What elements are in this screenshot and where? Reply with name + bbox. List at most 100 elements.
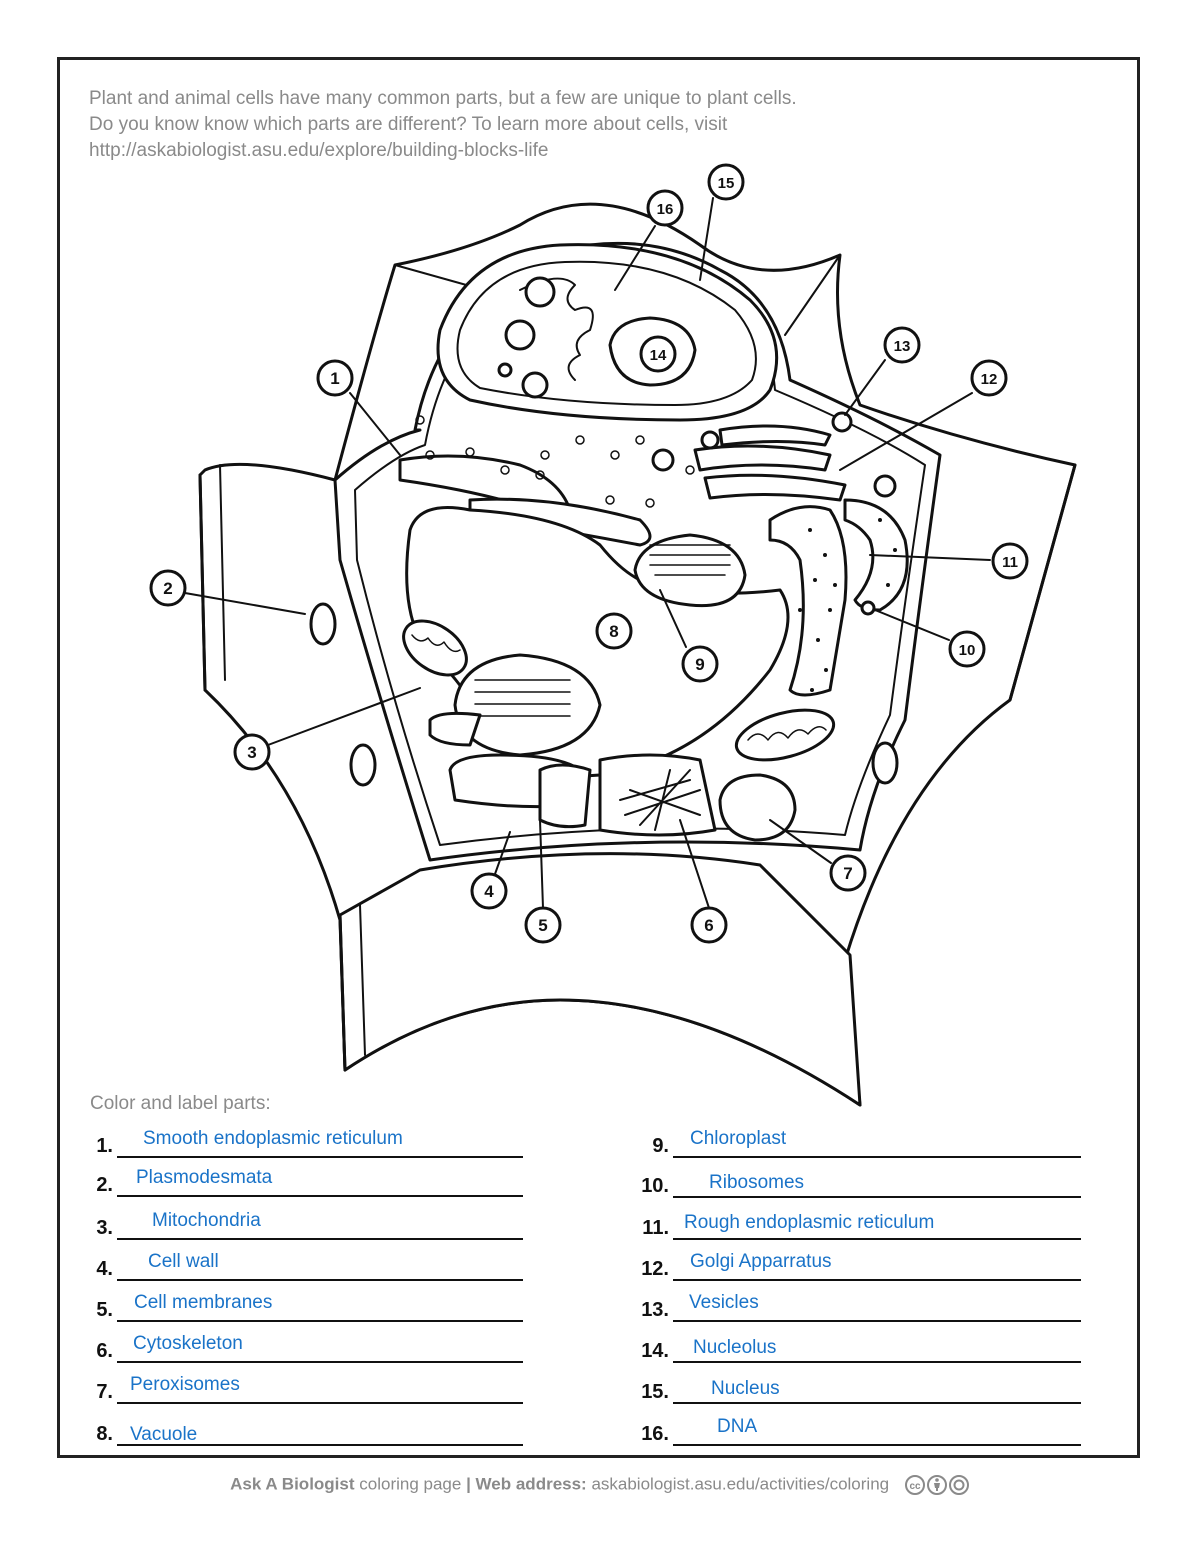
callout-14 — [639, 335, 677, 373]
answer-row-12[interactable]: 12. Golgi Apparratus — [641, 1247, 1081, 1281]
answer-text: Nucleus — [711, 1378, 780, 1399]
answer-row-13[interactable]: 13. Vesicles — [641, 1288, 1081, 1322]
callout-label-2: 2 — [163, 579, 172, 598]
answer-number: 6. — [96, 1340, 113, 1362]
answer-row-1[interactable]: 1. Smooth endoplasmic reticulum — [96, 1124, 523, 1158]
answer-number: 4. — [96, 1258, 113, 1280]
answer-row-4[interactable]: 4. Cell wall — [96, 1247, 523, 1281]
answer-line — [117, 1320, 523, 1322]
footer-separator: | — [466, 1474, 471, 1494]
answer-line — [673, 1279, 1081, 1281]
callouts — [149, 163, 1029, 944]
intro-line-3[interactable]: http://askabiologist.asu.edu/explore/bui… — [89, 140, 549, 161]
callout-12 — [970, 359, 1008, 397]
answer-row-2[interactable]: 2. Plasmodesmata — [96, 1163, 523, 1197]
callout-3 — [233, 733, 271, 771]
answer-line — [117, 1361, 523, 1363]
callout-label-10: 10 — [959, 642, 976, 659]
footer-part1: coloring page — [354, 1474, 467, 1494]
leader-lines — [184, 197, 991, 909]
page-frame — [57, 57, 1140, 1458]
answer-number: 13. — [641, 1299, 669, 1321]
answer-row-9[interactable]: 9. Chloroplast — [652, 1124, 1081, 1158]
answer-line — [673, 1320, 1081, 1322]
smooth-er — [398, 454, 572, 512]
footer-url[interactable]: askabiologist.asu.edu/activities/colorin… — [586, 1474, 890, 1494]
answer-text: Peroxisomes — [130, 1374, 240, 1395]
intro-line-1: Plant and animal cells have many common … — [89, 88, 797, 109]
callout-label-12: 12 — [981, 371, 998, 388]
callout-label-6: 6 — [704, 916, 713, 935]
answer-row-15[interactable]: 15. Nucleus — [641, 1370, 1081, 1404]
answer-number: 11. — [642, 1217, 669, 1239]
answer-text: Chloroplast — [690, 1128, 787, 1149]
rer-dots — [798, 518, 897, 692]
callout-9 — [681, 645, 719, 683]
answer-text: Ribosomes — [709, 1172, 805, 1193]
callout-label-7: 7 — [843, 864, 852, 883]
callout-label-8: 8 — [609, 622, 618, 641]
answer-line — [117, 1156, 523, 1158]
answer-text: Cell wall — [148, 1251, 219, 1272]
answer-number: 8. — [96, 1423, 113, 1445]
ribosome-10 — [860, 600, 876, 616]
golgi-apparatus — [651, 424, 897, 502]
callout-11 — [991, 542, 1029, 580]
answer-text: Cell membranes — [134, 1292, 273, 1313]
answer-row-8[interactable]: 8. Vacuole — [96, 1412, 523, 1446]
answer-line — [117, 1195, 523, 1197]
intro-text: Plant and animal cells have many common … — [89, 86, 989, 164]
answer-number: 10. — [641, 1175, 669, 1197]
callout-5 — [524, 906, 562, 944]
footer: Ask A Biologist coloring page | Web addr… — [0, 1474, 1200, 1496]
answer-row-3[interactable]: 3. Mitochondria — [96, 1206, 523, 1240]
answer-text: DNA — [717, 1416, 758, 1437]
callout-label-15: 15 — [718, 175, 735, 192]
callout-label-5: 5 — [538, 916, 547, 935]
vesicle-13 — [831, 411, 853, 433]
callout-4 — [470, 872, 508, 910]
answer-line — [673, 1196, 1081, 1198]
cytoplasm-dots — [415, 415, 695, 508]
answer-number: 5. — [96, 1299, 113, 1321]
mitochondrion-right — [734, 708, 836, 762]
callout-label-9: 9 — [695, 655, 704, 674]
answer-row-6[interactable]: 6. Cytoskeleton — [96, 1329, 523, 1363]
callout-label-13: 13 — [894, 338, 911, 355]
callout-8 — [595, 612, 633, 650]
answer-number: 16. — [641, 1423, 669, 1445]
answer-row-16[interactable]: 16. DNA — [641, 1412, 1081, 1446]
callout-label-4: 4 — [484, 882, 494, 901]
answer-number: 3. — [96, 1217, 113, 1239]
answer-row-11[interactable]: 11. Rough endoplasmic reticulum — [642, 1206, 1081, 1240]
answer-line — [673, 1238, 1081, 1240]
footer-brand: Ask A Biologist — [230, 1474, 355, 1494]
chloroplast-lower — [453, 653, 602, 757]
answer-line — [673, 1444, 1081, 1446]
answer-text: Plasmodesmata — [136, 1167, 273, 1188]
answer-text: Mitochondria — [152, 1210, 261, 1231]
rough-er — [768, 505, 848, 697]
answer-row-7[interactable]: 7. Peroxisomes — [96, 1370, 523, 1404]
answer-row-5[interactable]: 5. Cell membranes — [96, 1288, 523, 1322]
answer-row-10[interactable]: 10. Ribosomes — [641, 1164, 1081, 1198]
answer-line — [117, 1444, 523, 1446]
answer-text: Cytoskeleton — [133, 1333, 243, 1354]
answer-line — [117, 1402, 523, 1404]
answer-number: 12. — [641, 1258, 669, 1280]
callout-16 — [646, 189, 684, 227]
svg-text:cc: cc — [909, 1481, 921, 1492]
chloroplast-9 — [633, 533, 747, 608]
plasmodesmata — [309, 602, 899, 787]
answer-text: Rough endoplasmic reticulum — [684, 1212, 935, 1233]
callout-label-1: 1 — [330, 369, 339, 388]
footer-web-label: Web address: — [470, 1474, 587, 1494]
intro-line-2: Do you know know which parts are differe… — [89, 114, 728, 135]
answer-text: Vacuole — [130, 1424, 198, 1445]
answer-text: Nucleolus — [693, 1337, 777, 1358]
answer-row-14[interactable]: 14. Nucleolus — [641, 1329, 1081, 1363]
answer-number: 9. — [652, 1135, 669, 1157]
cell-wall-front — [338, 852, 862, 1107]
callout-label-14: 14 — [650, 347, 667, 364]
